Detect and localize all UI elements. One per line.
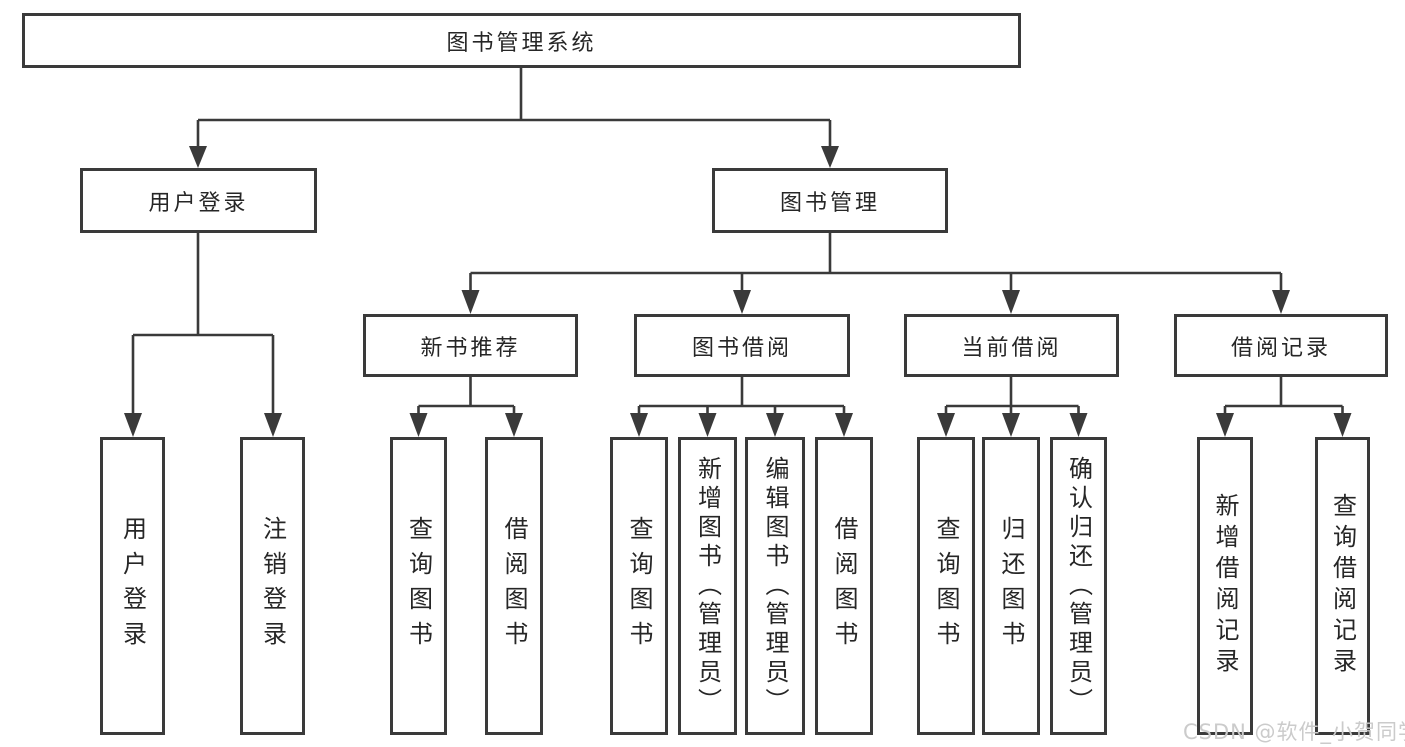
leaf-borrowing-borrow-book: 借阅图书 — [815, 437, 873, 735]
node-book-management: 图书管理 — [712, 168, 948, 233]
leaf-recommend-query-book: 查询图书 — [390, 437, 447, 735]
node-label: 新书推荐 — [420, 335, 521, 361]
node-label: 图书管理系统 — [446, 30, 597, 56]
node-root-system: 图书管理系统 — [22, 13, 1021, 68]
node-label: 用户登录 — [148, 190, 249, 216]
node-label: 借阅记录 — [1230, 335, 1331, 361]
leaf-current-return-book: 归还图书 — [982, 437, 1040, 735]
node-borrowing-records: 借阅记录 — [1174, 314, 1388, 377]
leaf-borrowing-query-book: 查询图书 — [610, 437, 668, 735]
node-label: 借阅图书 — [500, 516, 528, 656]
node-label: 借阅图书 — [830, 516, 858, 656]
node-user-login: 用户登录 — [80, 168, 317, 233]
node-label: 查询借阅记录 — [1328, 493, 1357, 679]
node-label: 查询图书 — [932, 516, 960, 656]
node-new-book-recommend: 新书推荐 — [363, 314, 578, 377]
node-label: 注销登录 — [258, 516, 287, 656]
leaf-current-confirm-return-admin: 确认归还（管理员） — [1050, 437, 1107, 735]
leaf-user-login: 用户登录 — [100, 437, 165, 735]
leaf-borrowing-edit-book-admin: 编辑图书（管理员） — [745, 437, 805, 735]
node-label: 新增借阅记录 — [1211, 493, 1239, 679]
node-label: 新增图书（管理员） — [693, 455, 722, 717]
node-label: 查询图书 — [404, 516, 433, 656]
leaf-borrowing-add-book-admin: 新增图书（管理员） — [678, 437, 737, 735]
node-label: 查询图书 — [625, 516, 653, 656]
node-label: 归还图书 — [997, 516, 1025, 656]
leaf-recommend-borrow-book: 借阅图书 — [485, 437, 543, 735]
node-book-borrowing: 图书借阅 — [634, 314, 850, 377]
leaf-records-add-record: 新增借阅记录 — [1197, 437, 1253, 735]
csdn-watermark: CSDN @软件_小贺同学 — [1183, 720, 1405, 744]
node-current-borrowing: 当前借阅 — [904, 314, 1119, 377]
leaf-current-query-book: 查询图书 — [917, 437, 975, 735]
node-label: 当前借阅 — [961, 335, 1062, 361]
node-label: 确认归还（管理员） — [1064, 455, 1093, 717]
node-label: 图书管理 — [779, 190, 880, 216]
leaf-records-query-record: 查询借阅记录 — [1315, 437, 1370, 735]
leaf-logout: 注销登录 — [240, 437, 305, 735]
node-label: 用户登录 — [118, 516, 147, 656]
node-label: 图书借阅 — [691, 335, 792, 361]
node-label: 编辑图书（管理员） — [761, 455, 789, 717]
